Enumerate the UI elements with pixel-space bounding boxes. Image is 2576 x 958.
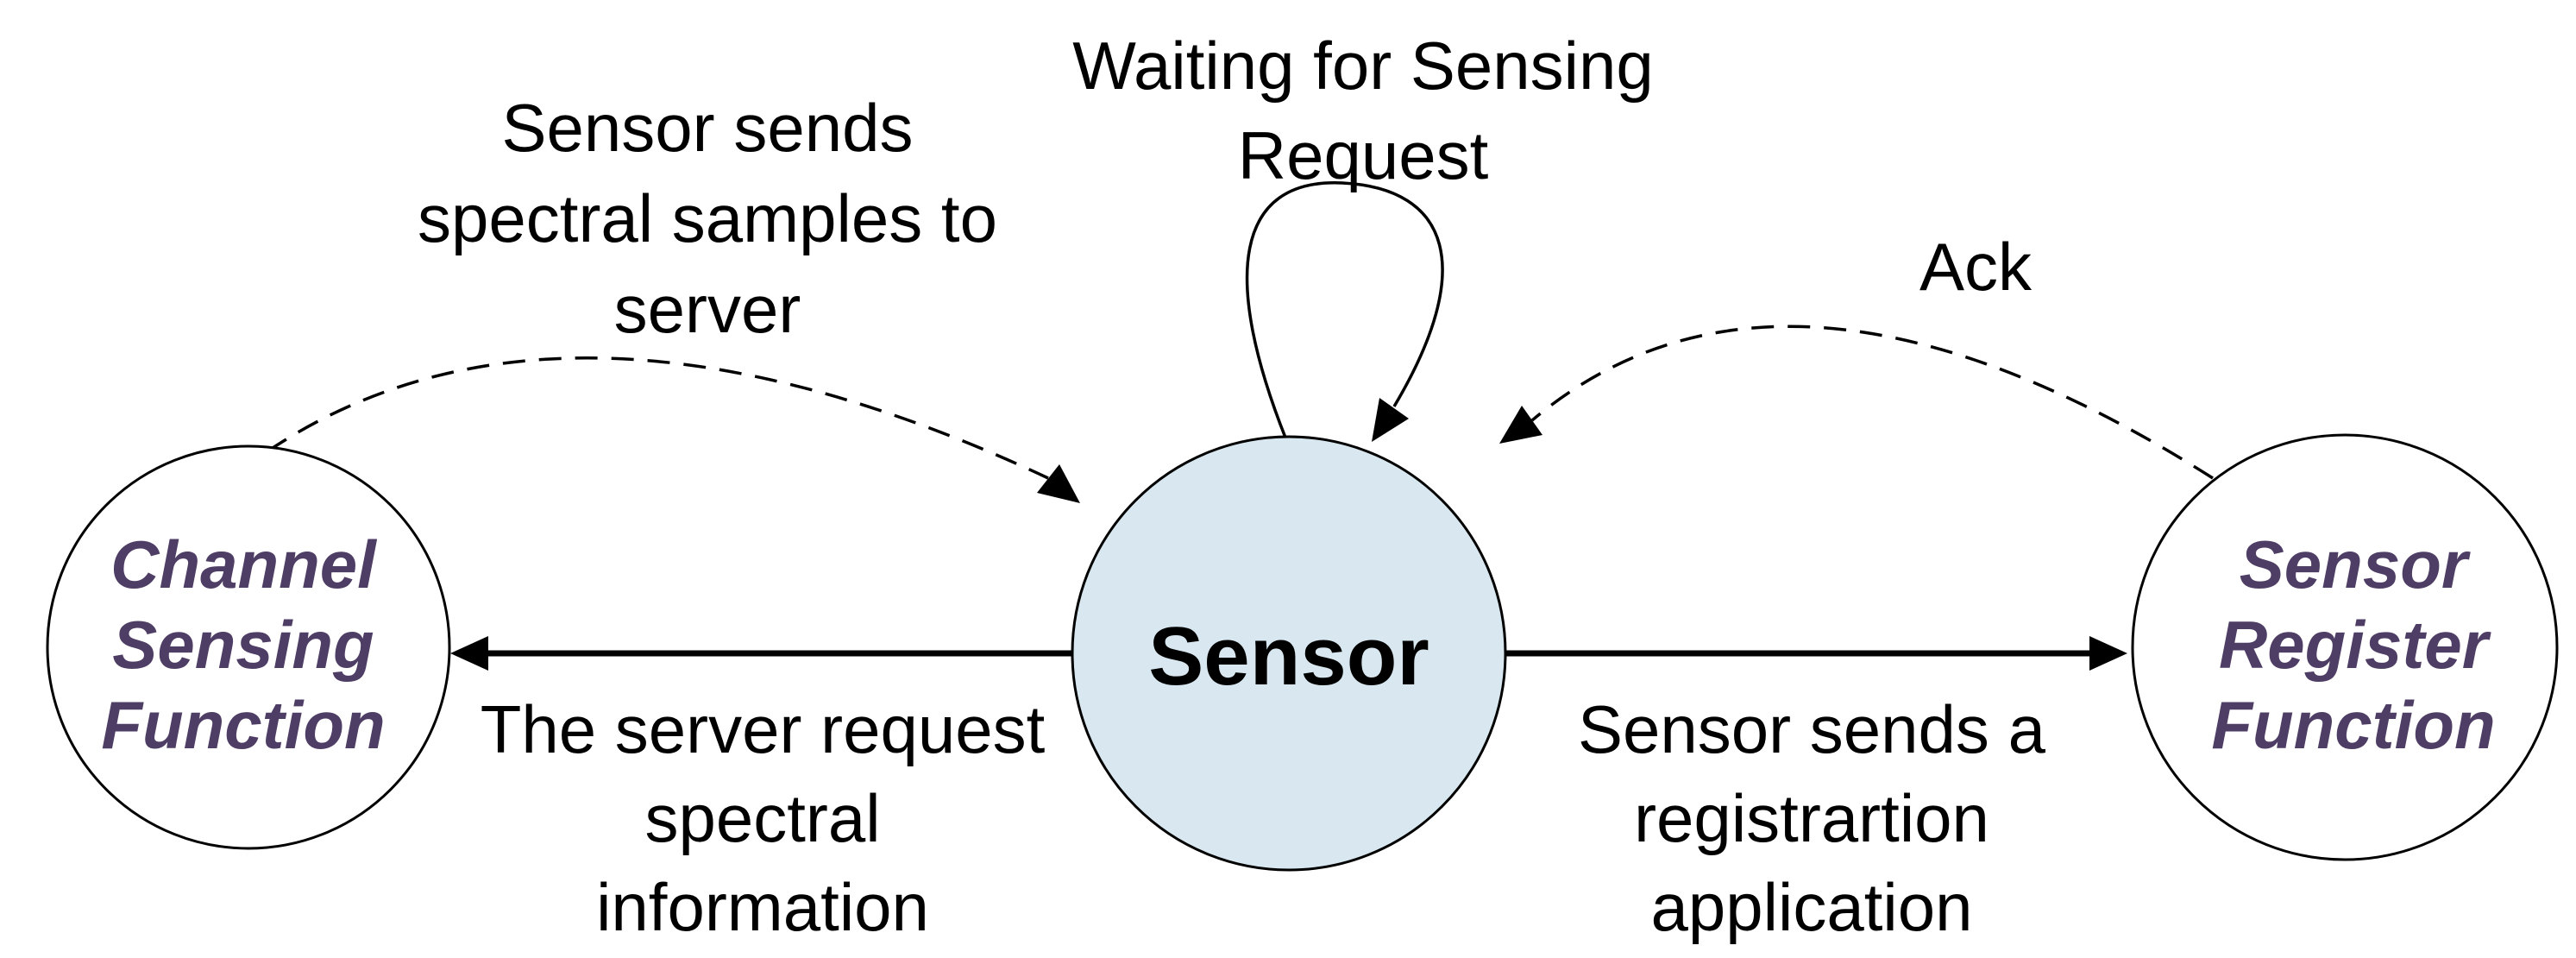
arrowhead-ack-icon [1499,406,1542,444]
label-spectral-samples: Sensor sends spectral samples to server [418,90,997,347]
sensor-register-label-line2: Register [2219,607,2491,683]
node-channel-sensing-function: Channel Sensing Function [46,444,451,850]
node-sensor: Sensor [1071,435,1507,872]
sensor-label: Sensor [1148,610,1429,703]
edge-ack-dashed-arc [1530,325,2214,480]
edge-waiting-self-loop [1245,181,1444,443]
waiting-line2: Request [1238,117,1489,193]
label-ack: Ack [1919,229,2033,305]
channel-sensing-circle [46,444,451,850]
label-waiting-for-sensing: Waiting for Sensing Request [1072,28,1653,193]
server-request-line3: information [596,869,929,945]
ack-label: Ack [1919,229,2033,305]
sensor-register-label-line3: Function [2211,687,2495,763]
channel-sensing-label-line3: Function [101,687,385,763]
node-sensor-register-function: Sensor Register Function [2131,433,2559,861]
label-registration: Sensor sends a registrartion application [1578,691,2046,945]
spectral-samples-line3: server [614,271,801,347]
channel-sensing-label-line1: Channel [110,526,377,602]
sensor-circle [1071,435,1507,872]
sensor-register-label-line1: Sensor [2240,526,2471,602]
server-request-line1: The server request [481,691,1046,767]
sensor-register-circle [2131,433,2559,861]
arrowhead-waiting-icon [1372,398,1409,442]
server-request-line2: spectral [644,780,880,856]
registration-line2: registrartion [1634,780,1989,856]
arrowhead-spectral-samples-icon [1037,464,1080,503]
edge-spectral-samples-dashed-arc [267,356,1049,480]
spectral-samples-line2: spectral samples to [418,180,997,256]
registration-line1: Sensor sends a [1578,691,2046,767]
channel-sensing-label-line2: Sensing [112,607,374,683]
waiting-line1: Waiting for Sensing [1072,28,1653,104]
spectral-samples-line1: Sensor sends [502,90,914,166]
arrowhead-server-request-icon [450,636,488,671]
arrowhead-registration-icon [2089,636,2127,671]
label-server-request: The server request spectral information [481,691,1046,945]
registration-line3: application [1651,869,1973,945]
